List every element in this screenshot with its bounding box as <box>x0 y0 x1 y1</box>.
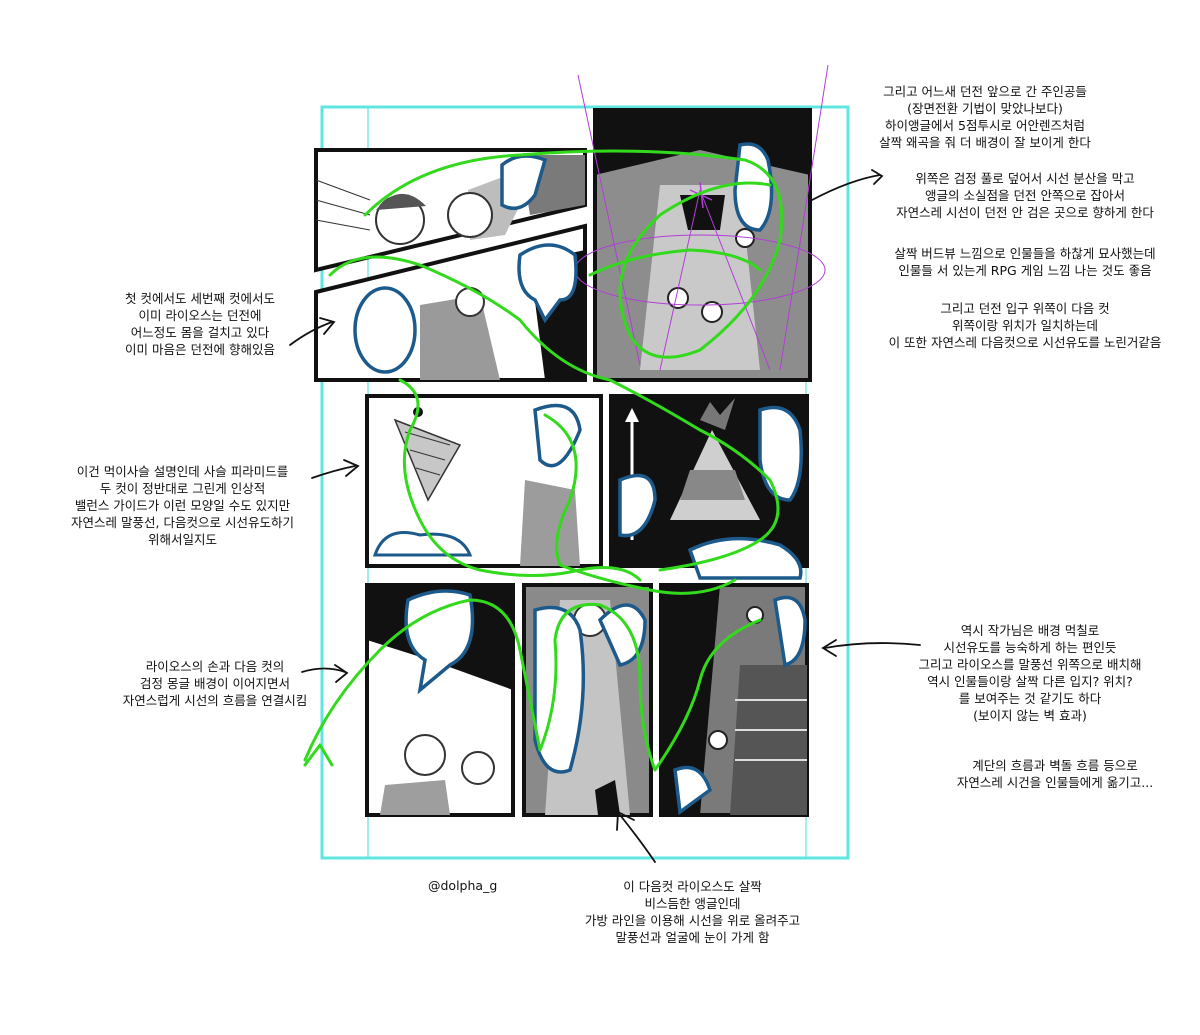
arrow <box>334 664 349 683</box>
annotation-bottom: 이 다음컷 라이오스도 살짝 비스듬한 앵글인데 가방 라인을 이용해 시선을 … <box>584 879 801 945</box>
arrow <box>289 321 333 346</box>
speech-balloons <box>353 142 807 816</box>
arrow <box>343 459 360 477</box>
annotation-right-1: 역시 작가님은 배경 먹칠로 시선유도를 능숙하게 하는 편인듯 그리고 라이오… <box>918 623 1142 723</box>
arrow <box>311 465 356 479</box>
eye-flow-path <box>328 255 780 572</box>
author-credit: @dolpha_g <box>428 878 498 893</box>
balloon <box>618 473 657 538</box>
balloon <box>773 595 807 668</box>
annotation-top-right-2: 위쪽은 검정 풀로 덮어서 시선 분산을 막고 앵글의 소실점을 던전 안쪽으로… <box>896 171 1154 220</box>
annotation-top-right-4: 그리고 던전 입구 위쪽이 다음 컷 위쪽이랑 위치가 일치하는데 이 또한 자… <box>888 301 1162 350</box>
arrow <box>301 667 346 673</box>
arrow <box>616 810 635 831</box>
annotation-left-3: 라이오스의 손과 다음 컷의 검정 몽글 배경이 이어지면서 자연스럽게 시선의… <box>122 659 308 708</box>
annotation-left-1: 첫 컷에서도 세번째 컷에서도 이미 라이오스는 던전에 어느정도 몸을 걸치고… <box>125 291 275 357</box>
arrow <box>871 169 884 185</box>
eye-flow-path <box>303 598 762 772</box>
balloon <box>500 154 548 211</box>
annotation-top-right-1: 그리고 어느새 던전 앞으로 간 주인공들 (장면전환 기법이 맞았나보다) 하… <box>879 84 1091 150</box>
arrow <box>821 639 837 657</box>
eye-flow-path <box>363 149 784 359</box>
annotation-arrows <box>289 169 921 863</box>
balloon <box>733 142 774 232</box>
annotation-top-right-3: 살짝 버드뷰 느낌으로 인물들을 하찮게 묘사했는데 인물들 서 있는게 RPG… <box>894 246 1156 278</box>
arrow <box>619 814 656 863</box>
balloon <box>517 243 578 324</box>
balloon <box>758 405 803 502</box>
balloon <box>533 403 582 468</box>
arrow <box>824 642 921 649</box>
eye-flow-path <box>588 248 762 277</box>
arrow <box>811 174 881 201</box>
annotation-right-2: 계단의 흐름과 벽돌 흐름 등으로 자연스레 시건을 인물들에게 옮기고... <box>956 758 1154 790</box>
balloon <box>597 603 647 667</box>
balloon <box>353 286 417 374</box>
annotation-left-2: 이건 먹이사슬 설명인데 사슬 피라미드를 두 컷이 정반대로 그린게 인상적 … <box>71 464 294 547</box>
eye-flow-lines <box>303 149 784 772</box>
balloon <box>673 765 713 816</box>
eye-flow-path <box>303 743 334 767</box>
balloon <box>687 536 803 580</box>
eye-flow-path <box>543 413 737 595</box>
arrow <box>319 317 336 335</box>
panel-2 <box>574 64 829 382</box>
